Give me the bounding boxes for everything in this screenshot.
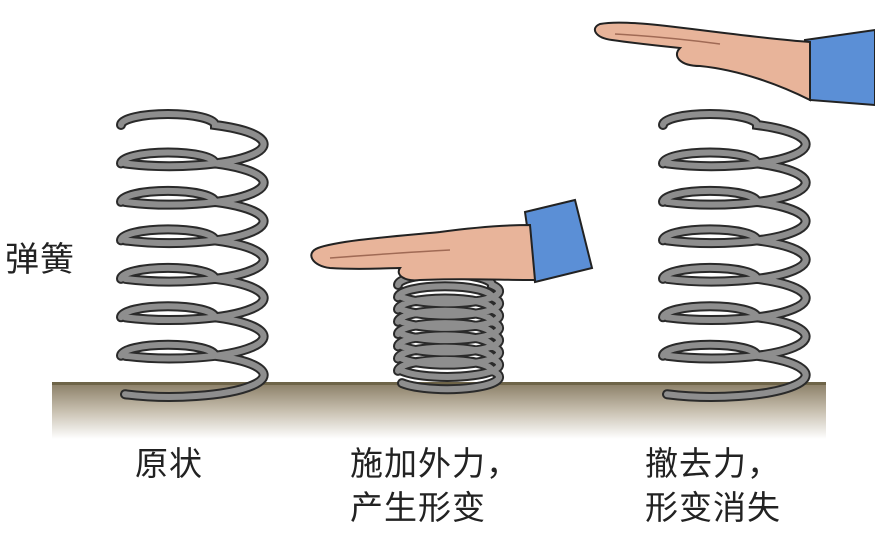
spring-released xyxy=(658,109,811,402)
panel-compressed-caption: 施加外力， 产生形变 xyxy=(350,442,520,530)
caption-line: 原状 xyxy=(135,444,203,483)
caption-line: 形变消失 xyxy=(645,488,781,527)
spring-coil xyxy=(395,271,503,393)
hand-pressing xyxy=(310,198,594,284)
spring-original xyxy=(116,109,269,402)
spring-coil xyxy=(118,111,267,400)
hand-lifted xyxy=(593,21,875,107)
caption-line: 施加外力， xyxy=(350,444,520,483)
spring-compressed xyxy=(393,269,505,395)
spring-coil xyxy=(660,111,809,400)
caption-line: 产生形变 xyxy=(350,488,486,527)
caption-line: 撤去力， xyxy=(645,444,781,483)
panel-original-caption: 原状 xyxy=(135,442,203,486)
spring-label: 弹簧 xyxy=(5,240,75,280)
panel-released-caption: 撤去力， 形变消失 xyxy=(645,442,781,530)
